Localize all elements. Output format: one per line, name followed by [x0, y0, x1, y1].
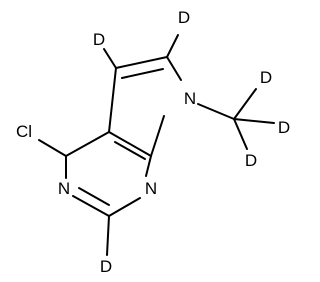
bond-c4a-c7a-inner [114, 141, 146, 160]
atom-d-methyl-right: D [278, 118, 290, 137]
bond-c7a-n7 [150, 115, 165, 157]
bond-c4a-c5 [108, 67, 117, 133]
atom-labels: Cl N N N D D D D D D [16, 8, 290, 276]
bond-c2-n3 [72, 195, 110, 217]
atom-d-c6: D [178, 8, 190, 27]
atom-n7: N [184, 89, 196, 108]
bond-c4a-c7a [108, 131, 152, 157]
structure-canvas: Cl N N N D D D D D D [15, 8, 291, 276]
bond-c5-c6-inner [121, 68, 164, 79]
molecule-structure: Cl N N N D D D D D D [16, 8, 290, 276]
atom-d-methyl-top: D [260, 68, 272, 87]
atom-n1: N [145, 179, 157, 198]
bond-c6-n7 [166, 56, 182, 81]
atom-d-c2: D [100, 257, 112, 276]
bond-n1-c2 [108, 197, 141, 217]
bond-c2-d [106, 215, 110, 256]
bond-c5-c6 [115, 56, 168, 69]
bond-c6-d [166, 34, 179, 58]
bond-c4-cl [38, 139, 67, 157]
bond-c5-d [103, 48, 117, 69]
bond-ch3-d-right [233, 118, 275, 124]
atom-n3: N [58, 179, 70, 198]
bond-ch3-d-top [233, 88, 257, 120]
atom-cl: Cl [16, 122, 32, 141]
bond-n7-ch3 [197, 103, 235, 120]
bond-c4-c4a [65, 131, 110, 157]
bonds [38, 34, 275, 256]
atom-d-methyl-bottom: D [245, 151, 257, 170]
bond-c2-n3-inner [78, 187, 110, 206]
atom-d-c5: D [93, 30, 105, 49]
bond-ch3-d-bottom [233, 118, 248, 150]
bond-c7a-n1 [145, 155, 152, 177]
